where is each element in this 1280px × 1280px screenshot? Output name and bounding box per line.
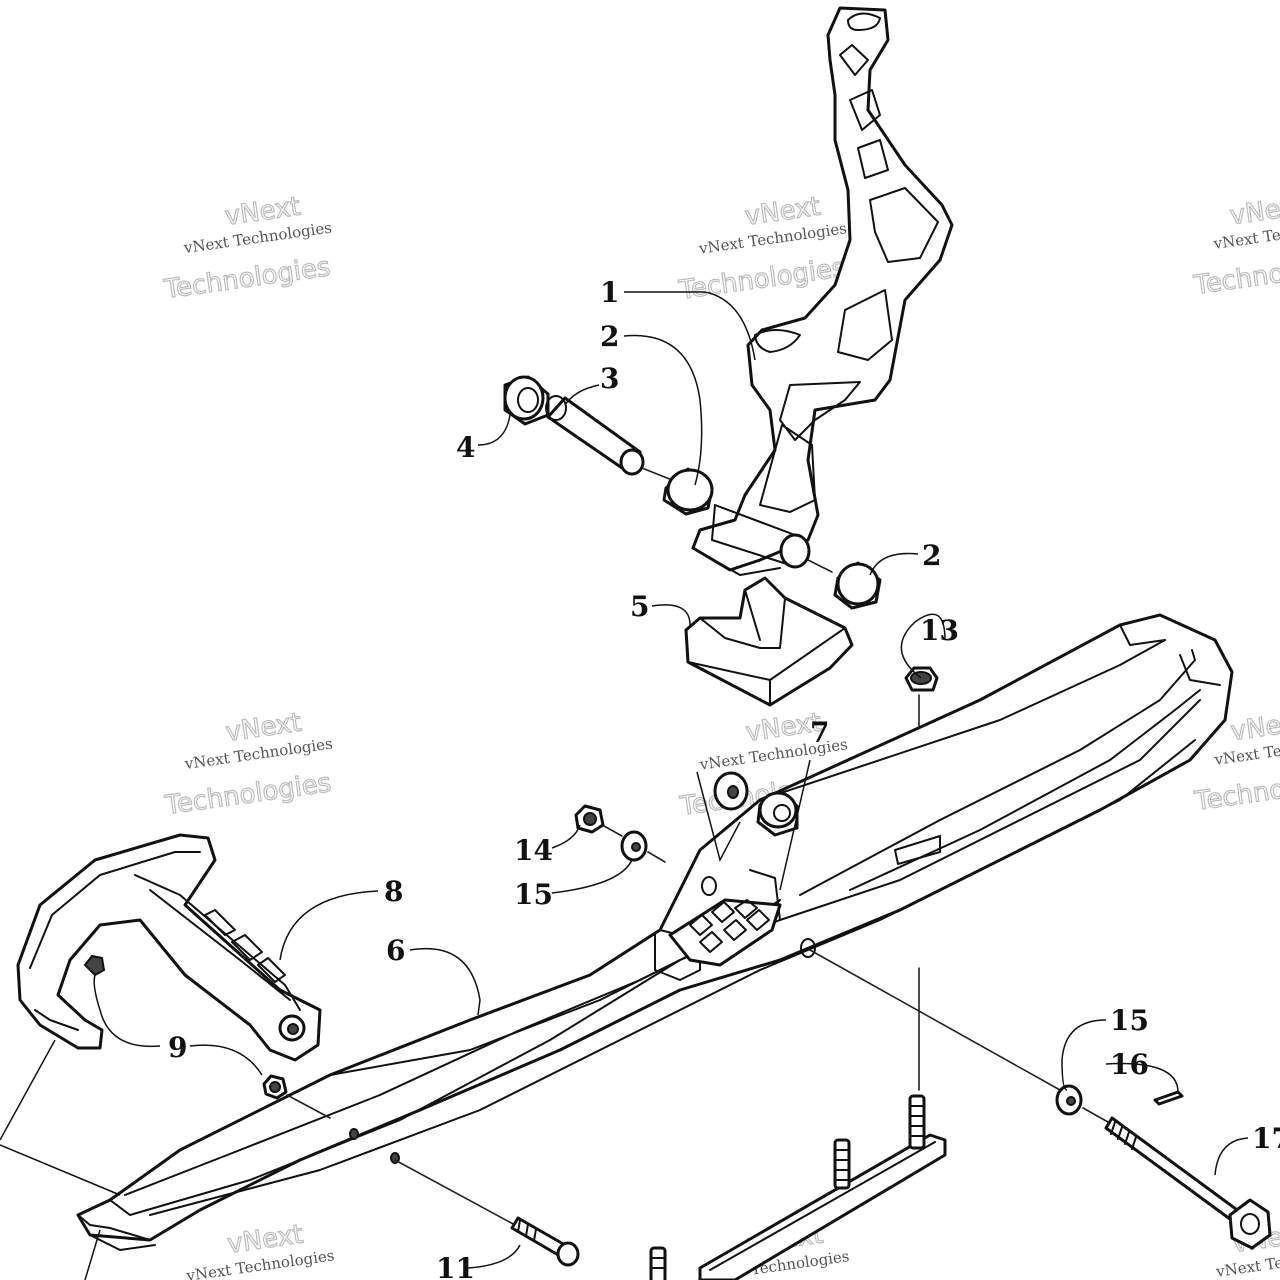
watermark-bottom-left: vNext vNext Technologies [184,1219,335,1280]
callout-8: 8 [384,875,403,908]
callout-13: 13 [920,614,959,647]
leader-1 [624,291,756,361]
leader-loop-ski [0,1144,121,1196]
callout-4: 4 [456,431,475,464]
axis-line-lower [807,559,833,573]
leader-7-left [696,771,741,863]
nut-14 [574,804,605,834]
leader-7-right [779,759,811,891]
watermark-line2: Technologies [1192,764,1280,817]
watermark-top-left: vNext vNext Technologies Technologies [161,191,333,306]
leader-2-upper [623,334,703,486]
bushing-2-lower [833,561,882,610]
leader-16 [1105,1062,1179,1093]
ski-6 [76,613,1234,1251]
callout-14: 14 [514,834,553,867]
watermark-line2: Technologies [162,252,333,305]
leader-9 [189,1044,263,1076]
leader-14 [551,824,581,849]
washer-15-lower [1055,1084,1083,1116]
carbide-runner [649,1094,947,1280]
callout-15-lower: 15 [1110,1004,1149,1037]
axis-ski-bolt [809,949,1061,1091]
watermark-line2: Technologies [163,768,334,821]
callout-2-upper: 2 [600,320,619,353]
callout-6: 6 [386,934,405,967]
ski-grip-insert [668,898,782,967]
washer-7 [713,771,749,811]
watermark-top: vNext [1229,707,1280,747]
watermark-line2: Technologies [1191,248,1280,301]
leader-9-loop [93,974,161,1048]
leader-5 [651,604,691,626]
leader-loop-left [0,1039,56,1141]
callout-7: 7 [810,716,829,749]
watermark-top-center: vNext vNext Technologies Technologies [676,191,848,306]
leader-4 [477,414,511,446]
leader-17 [1214,1137,1249,1176]
axis-washer-bolt [1082,1107,1109,1123]
watermark-mid-left: vNext vNext Technologies Technologies [162,707,334,822]
callout-11: 11 [436,1252,475,1280]
leader-2-lower [869,552,919,576]
ski-loop-8 [16,833,322,1062]
callout-3: 3 [600,362,619,395]
leader-11 [467,1244,521,1269]
washer-15-upper [620,830,648,862]
watermark-top: vNext [1228,191,1280,231]
nut-13 [904,666,939,692]
axis-9-ski [286,1094,331,1119]
callout-2-lower: 2 [922,539,941,572]
spindle-part [691,6,954,576]
leader-8 [279,890,379,961]
callout-9: 9 [168,1031,187,1064]
callout-5: 5 [630,590,649,623]
leader-13 [900,613,946,679]
leader-ski-tip [84,1229,101,1280]
bushing-4 [503,375,550,426]
bushing-7 [756,790,799,837]
callout-15-upper: 15 [514,878,553,911]
bushing-2-upper [662,467,714,516]
leader-15-lower [1061,1019,1107,1091]
callout-labels: 1 2 3 4 2 5 13 7 14 15 8 6 9 15 16 17 11 [168,276,1280,1280]
axis-14-15 [603,825,623,837]
bolt-11 [394,1159,580,1267]
leader-6 [409,947,481,1016]
axis-15-ski [647,851,666,863]
callout-17: 17 [1252,1122,1280,1155]
shaft-axis-line [641,467,673,481]
leader-3 [564,384,600,406]
watermark-top-right: vNext vNext Technologies Technologies [1191,190,1280,301]
wear-pad-5 [684,576,854,707]
leader-15-upper [551,859,633,894]
callout-1: 1 [600,276,619,309]
cotter-pin-16 [1153,1090,1184,1106]
callout-16: 16 [1110,1048,1149,1081]
nut-9 [262,1074,288,1100]
bolt-17 [1104,1116,1272,1250]
shaft-3 [545,395,645,476]
